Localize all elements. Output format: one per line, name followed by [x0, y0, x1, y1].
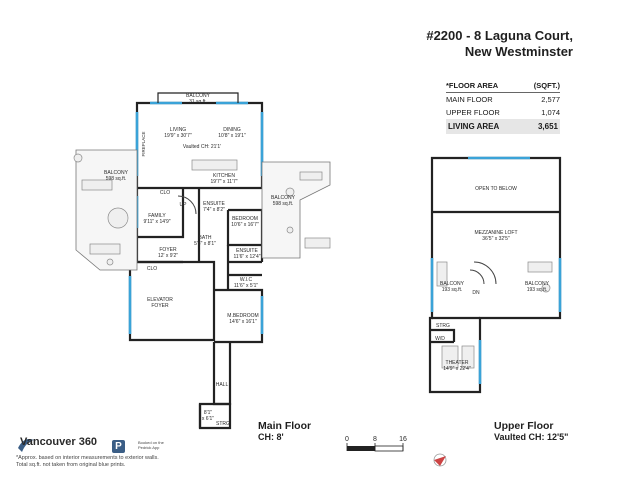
- room-label: W/D: [435, 336, 445, 342]
- disclaimer-line: *Approx. based on interior measurements …: [16, 455, 159, 461]
- room-label: FAMILY: [148, 213, 166, 219]
- main-floor-furniture: [73, 153, 331, 266]
- room-label: M.BEDROOM: [227, 313, 258, 319]
- room-size: 5'8" x 8'1": [194, 241, 216, 247]
- room-label: BALCONY: [186, 93, 211, 99]
- room-size: 9'11" x 14'9": [143, 219, 170, 225]
- main-floor-title-text: Main Floor: [258, 420, 312, 432]
- stair-label: UP: [180, 202, 188, 208]
- room-label: BALCONY: [271, 195, 296, 201]
- room-label: BALCONY: [104, 170, 129, 176]
- area-col-label: *FLOOR AREA: [446, 81, 499, 90]
- room-label: THEATER: [446, 360, 469, 366]
- room-label: W.I.C: [240, 277, 253, 283]
- room-label: STRG: [436, 323, 450, 329]
- room-size: 12' x 9'2": [158, 253, 178, 259]
- room-label: FOYER: [151, 303, 169, 309]
- room-size: 11'6" x 5'1": [234, 283, 258, 289]
- area-total-value: 3,651: [523, 119, 560, 134]
- upper-floor-ceiling: Vaulted CH: 12'5": [494, 432, 569, 442]
- fireplace-label: FIREPLACE: [141, 131, 146, 156]
- main-floor-labels: BALCONY 31 sq.ft. LIVING 19'9" x 30'7" D…: [104, 93, 296, 427]
- room-size: 19'9" x 30'7": [164, 133, 192, 139]
- logo-icon: [18, 439, 34, 452]
- room-label: BALCONY: [525, 281, 550, 287]
- room-size: 193 sq.ft.: [442, 287, 463, 293]
- address-line-2: New Westminster: [464, 44, 573, 59]
- room-label: CLO: [160, 190, 170, 196]
- upper-floor-furniture: [436, 261, 553, 369]
- room-label: BEDROOM: [232, 216, 258, 222]
- room-label: MEZZANINE LOFT: [474, 230, 517, 236]
- upper-floor-windows: [430, 156, 562, 384]
- room-size: 14'9" x 22'4": [443, 366, 471, 372]
- area-row-label: UPPER FLOOR: [446, 108, 500, 117]
- ceiling-note: Vaulted CH: 21'1': [183, 144, 221, 150]
- room-label: BALCONY: [440, 281, 465, 287]
- main-floor-ceiling: CH: 8': [258, 432, 284, 442]
- room-label: DINING: [223, 127, 241, 133]
- brand-name: Vancouver 360: [20, 436, 98, 448]
- stair-label: DN: [472, 290, 480, 296]
- address-line-1: #2200 - 8 Laguna Court,: [426, 28, 573, 43]
- compass-icon: [433, 453, 447, 467]
- room-label: ELEVATOR: [147, 297, 173, 303]
- room-size: 8'1": [204, 410, 213, 416]
- pedrick-badge: P: [112, 440, 125, 453]
- room-label: BATH: [199, 235, 212, 241]
- room-label: ENSUITE: [203, 201, 225, 207]
- room-size: 193 sq.ft.: [527, 287, 548, 293]
- room-size: 14'6" x 16'1": [229, 319, 257, 325]
- floor-area-table: *FLOOR AREA (SQFT.) MAIN FLOOR 2,577 UPP…: [446, 79, 560, 134]
- room-label: HALL: [216, 382, 229, 388]
- room-label: LIVING: [170, 127, 187, 133]
- upper-floor-title: Upper Floor Vaulted CH: 12'5": [494, 421, 568, 443]
- room-size: 10'8" x 19'1": [218, 133, 246, 139]
- room-size: 7'4" x 8'2": [203, 207, 225, 213]
- upper-floor-labels: OPEN TO BELOW MEZZANINE LOFT 36'5" x 32'…: [435, 186, 549, 372]
- room-size: 19'7" x 11'7": [210, 179, 237, 185]
- scale-label: 8: [373, 436, 377, 443]
- scale-label: 0: [345, 436, 349, 443]
- room-label: OPEN TO BELOW: [475, 186, 517, 192]
- room-label: KITCHEN: [213, 173, 235, 179]
- brand-note: Booked on the Pedrick App: [138, 440, 164, 450]
- room-label: CLO: [147, 266, 157, 272]
- room-size: 598 sq.ft.: [273, 201, 294, 207]
- disclaimer: *Approx. based on interior measurements …: [16, 455, 176, 469]
- area-row-value: 1,074: [541, 108, 560, 117]
- upper-floor-walls: [428, 156, 562, 394]
- room-label: ENSUITE: [236, 248, 258, 254]
- room-size: 11'6" x 12'4": [233, 254, 260, 260]
- room-size: 31 sq.ft.: [189, 99, 207, 105]
- scale-label: 16: [399, 436, 407, 443]
- room-size: x 6'1": [202, 416, 214, 422]
- area-col-unit: (SQFT.): [533, 81, 560, 90]
- room-size: 36'5" x 32'5": [482, 236, 510, 242]
- area-total-label: LIVING AREA: [446, 119, 524, 134]
- main-floor-title: Main Floor CH: 8': [258, 421, 311, 443]
- area-row-value: 2,577: [523, 92, 560, 106]
- upper-floor-title-text: Upper Floor: [494, 420, 554, 432]
- scale-bar: 0 8 16: [345, 436, 407, 452]
- room-label: FOYER: [159, 247, 177, 253]
- room-size: 10'6" x 16'7": [231, 222, 259, 228]
- room-label: STRG: [216, 421, 230, 427]
- area-row-label: MAIN FLOOR: [446, 92, 524, 106]
- room-size: 598 sq.ft.: [106, 176, 127, 182]
- disclaimer-line: Total sq.ft. not taken from original blu…: [16, 462, 126, 468]
